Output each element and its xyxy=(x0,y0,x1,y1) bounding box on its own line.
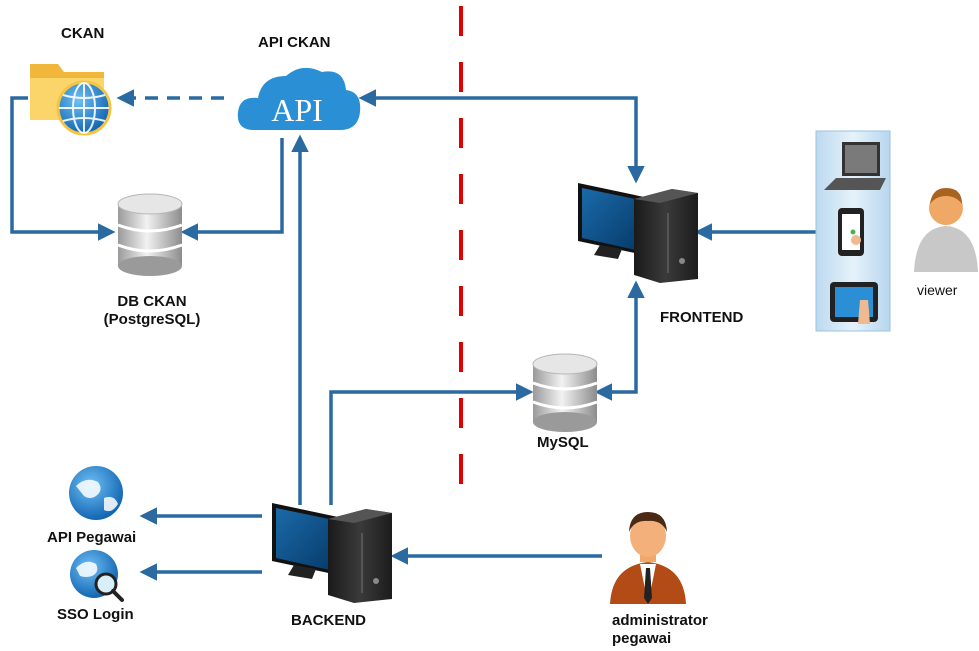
db-ckan-label-line1: DB CKAN xyxy=(117,293,187,310)
person-icon-viewer xyxy=(914,188,978,272)
admin-label-line1: administrator xyxy=(612,612,708,629)
database-icon-mysql xyxy=(532,353,598,432)
api-ckan-label: API CKAN xyxy=(258,34,331,51)
viewer-label: viewer xyxy=(917,282,958,298)
desktop-computer-icon-backend xyxy=(272,503,392,603)
globe-search-icon xyxy=(70,550,124,602)
laptop-icon xyxy=(824,142,886,190)
connectors xyxy=(10,89,816,581)
api-cloud-text: API xyxy=(271,92,323,128)
connector-frontend-api xyxy=(358,89,645,184)
frontend-label: FRONTEND xyxy=(660,309,744,326)
connector-api-to-db xyxy=(180,138,284,241)
globe-icon xyxy=(69,466,123,520)
ckan-label: CKAN xyxy=(61,25,105,42)
backend-label: BACKEND xyxy=(291,612,366,629)
connector-backend-to-mysql xyxy=(329,383,534,505)
smartphone-icon xyxy=(838,208,864,256)
tablet-icon xyxy=(830,282,878,324)
devices-panel xyxy=(815,130,891,332)
admin-label-line2: pegawai xyxy=(612,630,672,647)
mysql-label: MySQL xyxy=(537,434,589,451)
database-icon xyxy=(117,193,183,276)
db-ckan-label: DB CKAN (PostgreSQL) xyxy=(92,293,212,329)
connector-mysql-frontend xyxy=(594,280,645,401)
db-ckan-label-line2: (PostgreSQL) xyxy=(103,311,201,328)
businessman-icon xyxy=(610,512,686,604)
desktop-computer-icon-frontend xyxy=(578,183,698,283)
cloud-api-icon: API xyxy=(237,67,361,130)
admin-label: administrator pegawai xyxy=(612,612,708,648)
sso-login-label: SSO Login xyxy=(57,606,134,623)
connector-ckan-to-db xyxy=(10,96,116,241)
folder-globe-icon xyxy=(30,64,112,136)
api-pegawai-label: API Pegawai xyxy=(47,529,137,546)
